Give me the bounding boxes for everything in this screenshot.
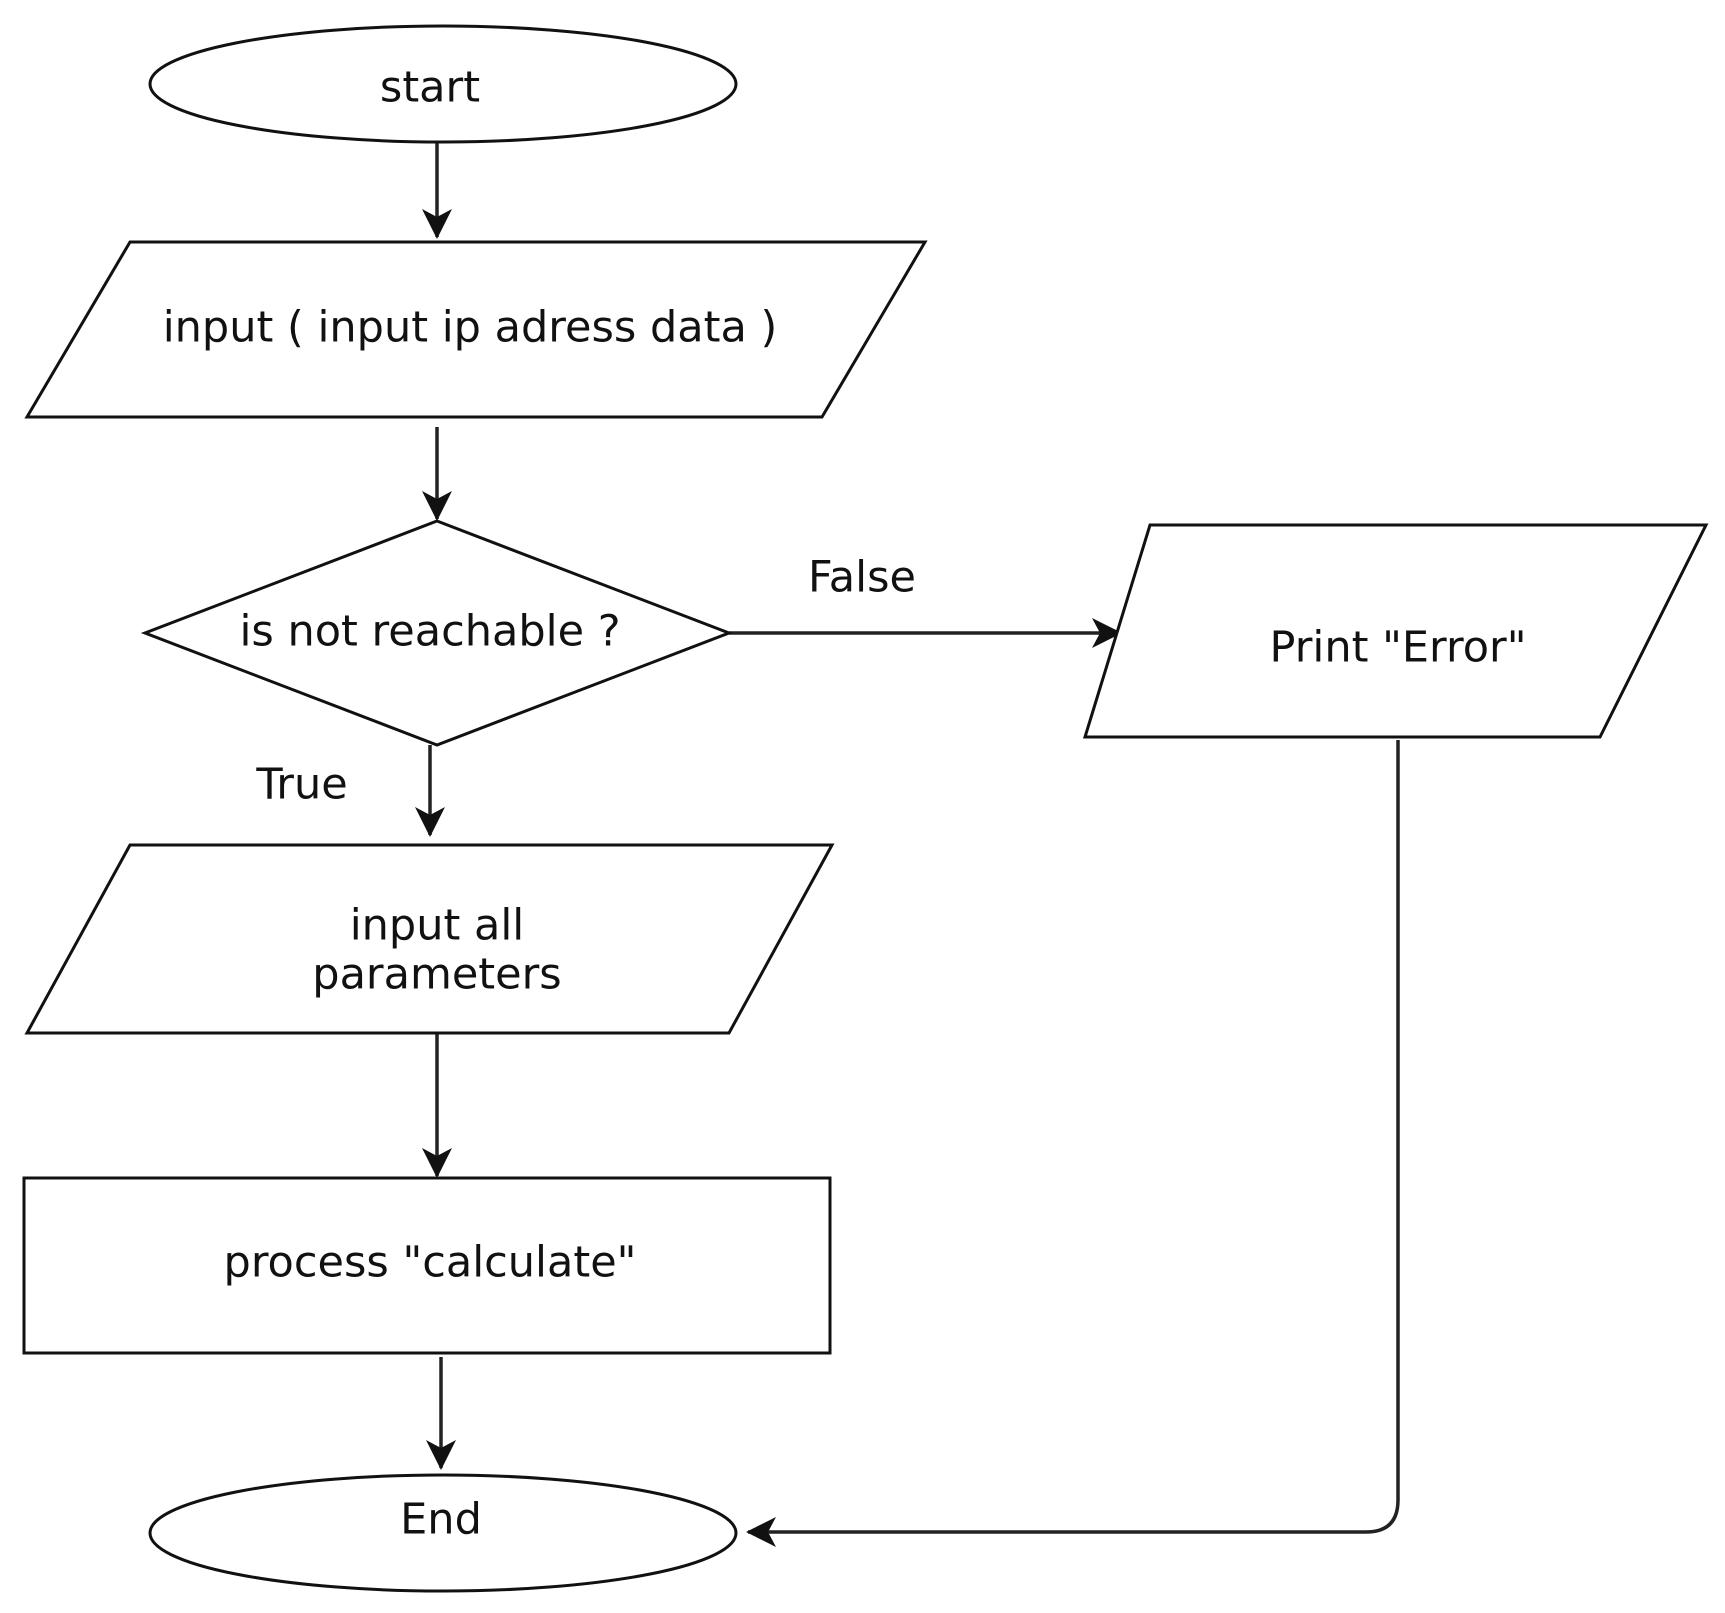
edge-true-label: True: [255, 760, 347, 810]
node-input-ip-label: input ( input ip adress data ): [163, 303, 778, 353]
node-print-error-label: Print "Error": [1270, 623, 1527, 673]
node-start-label: start: [380, 63, 480, 113]
node-input-params: [24, 843, 835, 1035]
node-input-params-line1: input all: [350, 901, 525, 951]
edge-false-label: False: [808, 553, 916, 603]
node-print-error: [1082, 523, 1709, 739]
node-input-ip: [24, 240, 928, 419]
node-end-label: End: [400, 1495, 482, 1545]
node-process-label: process "calculate": [224, 1238, 637, 1288]
node-start: [148, 24, 738, 144]
node-input-params-line2: parameters: [312, 950, 561, 1000]
node-process: [22, 1176, 832, 1355]
node-end: [148, 1473, 738, 1593]
edge-print-error-to-end: [746, 740, 1400, 1547]
node-decision: [140, 519, 734, 747]
node-decision-label: is not reachable ?: [239, 607, 620, 657]
